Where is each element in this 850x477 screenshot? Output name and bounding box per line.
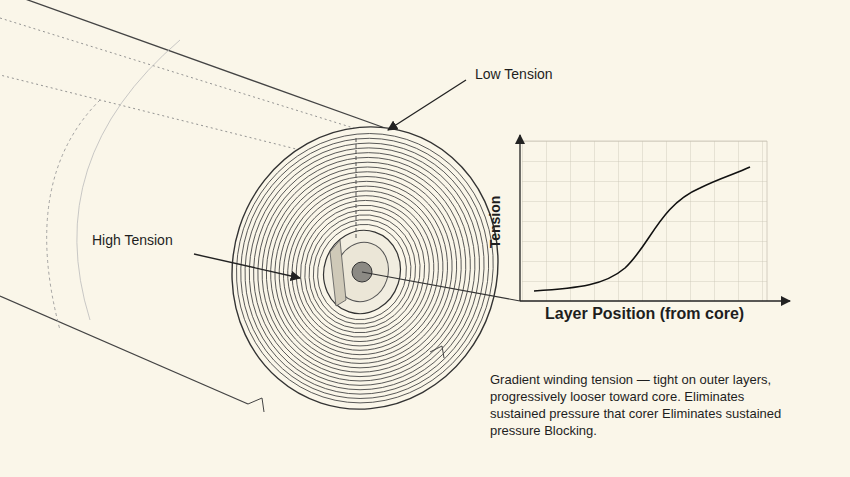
callout-label: Layer Position (from core)	[545, 305, 744, 323]
note-text: Gradient winding tension — tight on oute…	[490, 372, 800, 440]
axis-label: Tension	[487, 196, 503, 249]
callout-label: High Tension	[92, 232, 173, 248]
callout-label: Low Tension	[475, 66, 553, 82]
